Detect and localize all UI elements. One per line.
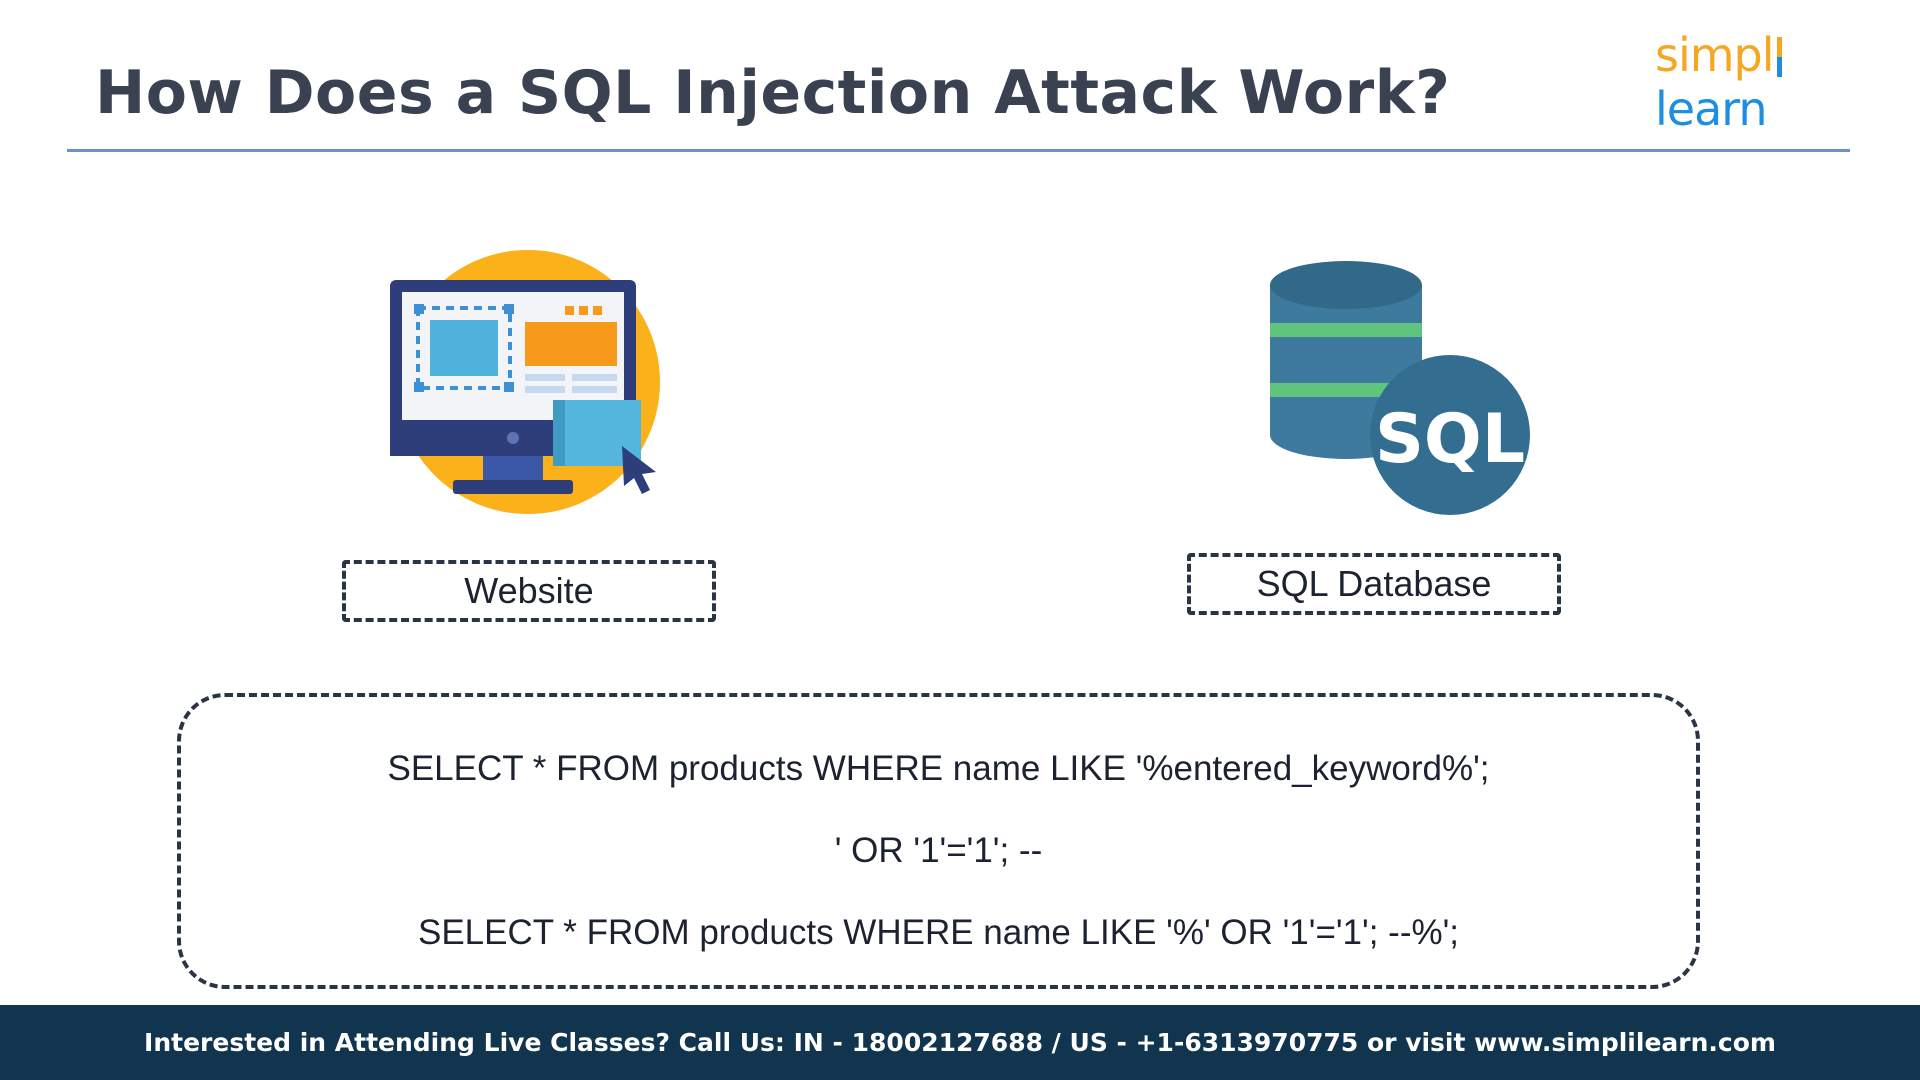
footer-text: Interested in Attending Live Classes? Ca… <box>144 1028 1776 1057</box>
logo-i-mark <box>1776 37 1782 77</box>
query-box: SELECT * FROM products WHERE name LIKE '… <box>177 693 1700 989</box>
logo-part-learn: learn <box>1655 82 1768 136</box>
injected-input: ' OR '1'='1'; -- <box>834 831 1043 870</box>
website-monitor-icon <box>390 250 660 514</box>
website-label: Website <box>342 560 716 622</box>
sql-database-label: SQL Database <box>1187 553 1561 615</box>
sql-database-label-text: SQL Database <box>1256 563 1492 604</box>
slide-title: How Does a SQL Injection Attack Work? <box>95 58 1451 128</box>
title-divider <box>67 149 1850 152</box>
injected-query: SELECT * FROM products WHERE name LIKE '… <box>417 913 1459 952</box>
sql-database-icon: SQL <box>1270 261 1530 515</box>
simplilearn-logo: simpllearn <box>1655 28 1895 136</box>
footer-banner: Interested in Attending Live Classes? Ca… <box>0 1005 1920 1080</box>
website-label-text: Website <box>464 570 594 611</box>
logo-part-simpl: simpl <box>1655 28 1775 82</box>
original-query: SELECT * FROM products WHERE name LIKE '… <box>387 749 1490 788</box>
sql-badge-text: SQL <box>1375 400 1525 479</box>
